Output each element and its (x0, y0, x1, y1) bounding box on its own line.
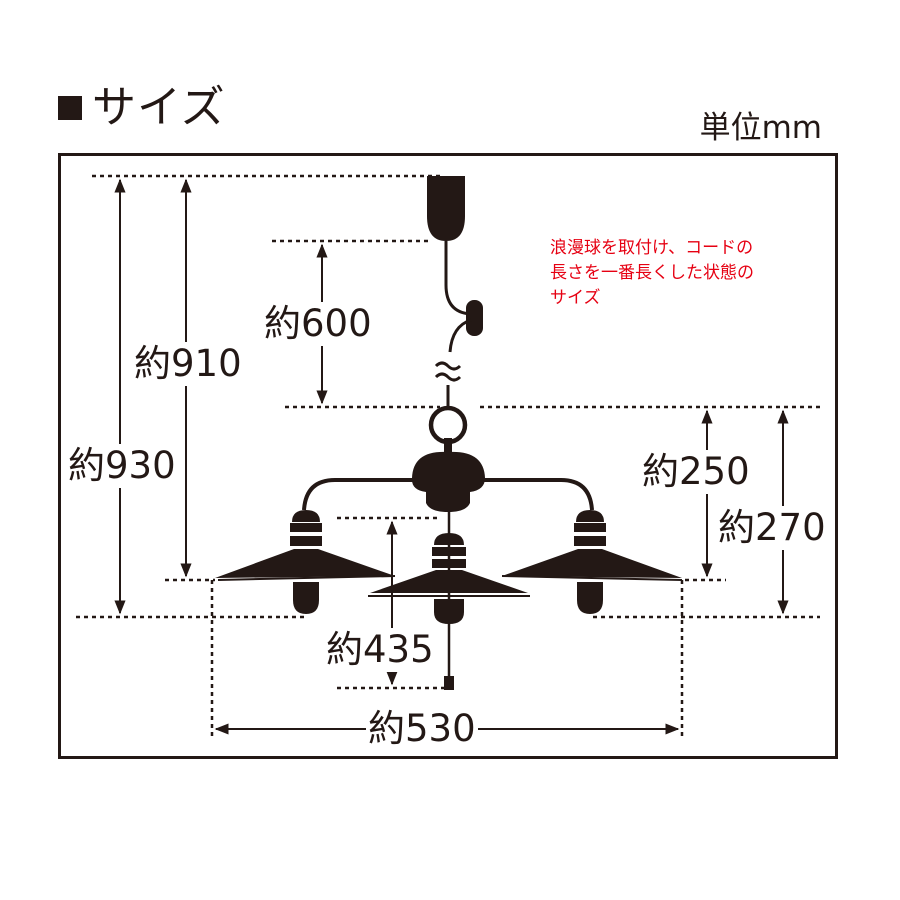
note-line: 浪漫球を取付け、コードの (550, 238, 754, 258)
note-line: 長さを一番長くした状態の (550, 263, 754, 283)
dimension-label-930: 約930 (66, 444, 178, 488)
dimension-label-530: 約530 (366, 707, 478, 751)
page-title: サイズ (58, 78, 226, 138)
dimension-label-250: 約250 (640, 450, 752, 494)
dimension-label-600: 約600 (262, 302, 374, 346)
explanatory-note: 浪漫球を取付け、コードの 長さを一番長くした状態の サイズ (550, 236, 820, 311)
unit-label: 単位mm (699, 110, 822, 146)
dimension-label-270: 約270 (716, 506, 828, 550)
chandelier-silhouette (215, 176, 683, 690)
reference-lines (76, 174, 820, 738)
dimension-label-435: 約435 (324, 628, 436, 672)
diagram-frame (58, 153, 838, 759)
note-line: サイズ (550, 288, 601, 308)
cord-break-icon (434, 361, 462, 382)
black-square-icon (58, 96, 82, 120)
dimension-label-910: 約910 (132, 342, 244, 386)
title-text: サイズ (92, 82, 226, 133)
